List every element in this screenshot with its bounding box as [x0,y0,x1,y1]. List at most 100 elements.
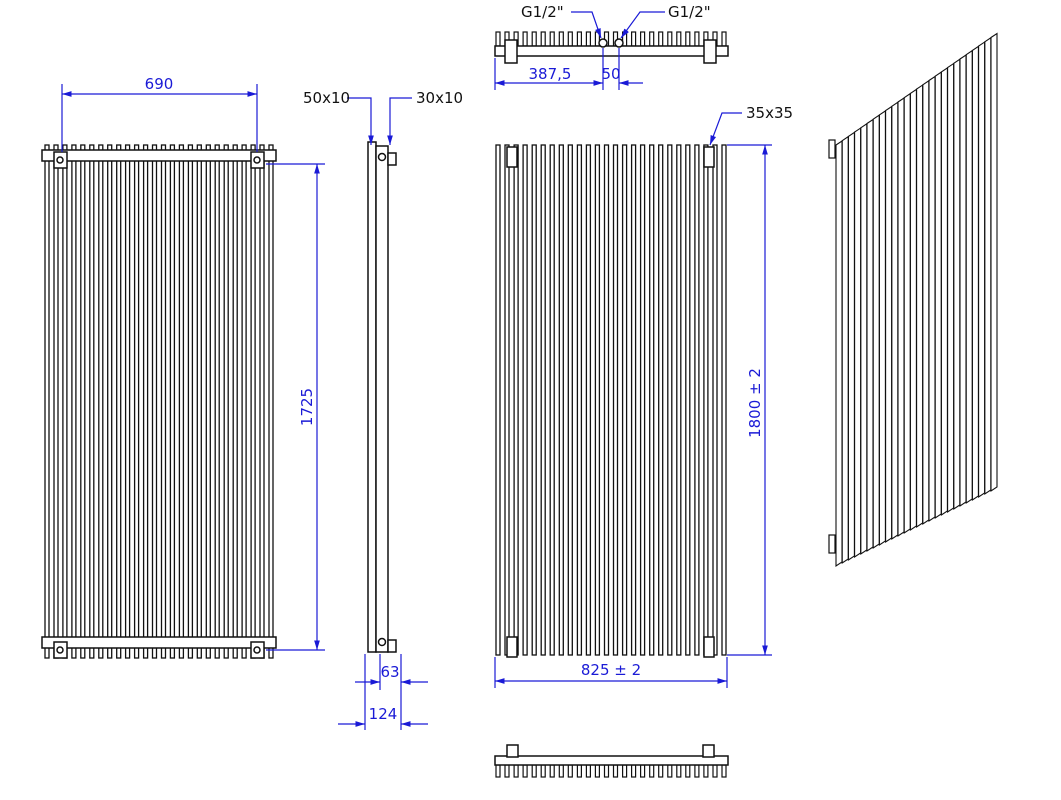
front-view-tube [558,144,564,656]
rear-view-top-collector [41,149,277,162]
rear-view-height-value: 1725 [298,388,316,426]
rear-view-tube [250,144,256,659]
bottom-view-fin [649,764,655,778]
isometric-view-tube [903,92,911,535]
rear-view-width-value: 690 [145,75,174,93]
rear-view-tube [116,144,122,659]
bottom-view-fin [531,764,537,778]
front-view-tube [703,144,709,656]
rear-view-tube [205,144,211,659]
top-view-inlet-right-label: G1/2" [668,3,711,21]
top-view-fin [694,31,700,47]
bottom-view-fin [667,764,673,778]
top-view-inlet-left-label: G1/2" [521,3,564,21]
front-view-tube [585,144,592,656]
side-view-depth-total-dimension [338,654,428,730]
front-view-tube [522,144,528,656]
front-view-tube [676,144,682,656]
bottom-view-collector [494,755,729,766]
rear-view-tube [196,144,202,659]
bottom-view-fin [621,764,628,778]
top-view-fin [585,31,592,47]
top-view-fin [667,31,673,47]
top-view-fin [576,31,583,47]
bottom-view-fin [612,764,619,778]
front-view-tube [495,144,501,656]
front-view-tube [540,144,546,656]
isometric-view-tube [916,84,924,529]
rear-view-tube [259,144,265,659]
front-view-tube [567,144,573,656]
top-view-offset-dimension [494,48,643,90]
rear-view-tube [44,144,50,659]
front-view-tube [639,144,646,656]
rear-view-tube [107,144,113,659]
isometric-view-tube [971,45,979,502]
front-view-tubes [495,144,727,656]
bottom-view-fin [576,764,583,778]
isometric-view-bottom-bracket [828,534,836,554]
isometric-view-tube [847,131,855,562]
rear-view-tube [53,144,59,659]
side-view: 50x10 30x10 63 124 [303,89,463,730]
top-view: G1/2" G1/2" 387,5 50 [494,3,729,90]
bottom-view-fin [495,764,501,778]
rear-view-tube [71,144,77,659]
front-view-width-value: 825 ± 2 [581,661,641,679]
top-view-collector [494,45,729,57]
front-view-tube [603,144,610,656]
front-view-tube [513,144,519,656]
isometric-view-tube [953,58,961,511]
bottom-view-fin [522,764,528,778]
rear-view-tube [178,144,185,659]
isometric-view-tube [934,71,942,520]
front-view-height-dimension [727,144,772,656]
front-view-tube [504,144,510,656]
front-view-tube [694,144,700,656]
front-view-tube [658,144,664,656]
isometric-view-tubes [835,32,998,568]
rear-view-width-dimension [61,84,258,152]
top-view-fin [522,31,528,47]
top-view-spacing-value: 50 [601,65,620,83]
top-view-fin [531,31,537,47]
front-view-tube [612,144,619,656]
isometric-view [828,32,998,568]
side-view-top-bracket [387,152,397,166]
top-view-fin [649,31,655,47]
top-view-leaders [571,11,665,39]
bottom-view-left-bracket [506,744,519,758]
top-view-fin [549,31,555,47]
isometric-view-tube [990,32,998,493]
side-view-front-tube-label: 50x10 [303,89,350,107]
isometric-view-tube [897,96,905,538]
bottom-view-right-bracket [702,744,715,758]
rear-view-bottom-collector [41,636,277,649]
bottom-view-fin [694,764,700,778]
rear-view-tube [89,144,95,659]
isometric-view-tube [978,41,986,499]
isometric-view-tube [860,122,868,556]
isometric-view-tube [885,105,893,544]
rear-view-tubes [44,144,274,659]
side-view-depth-inner-dimension [355,654,428,690]
bottom-view-fin [549,764,555,778]
side-view-rear-tube [375,145,389,653]
isometric-view-tube [947,62,955,514]
front-view-tube [649,144,655,656]
bottom-view-fin [585,764,592,778]
rear-view-tube [223,144,229,659]
side-view-front-tube [367,141,377,653]
front-view-collector-label: 35x35 [746,104,793,122]
bottom-view-fin [703,764,709,778]
front-view-tube [712,144,718,656]
bottom-view-fin [685,764,691,778]
top-view-fin [567,31,573,47]
rear-view-tube [232,144,238,659]
front-view-bottom-right-bracket [703,636,715,658]
rear-view-tube [62,144,68,659]
bottom-view-fin [676,764,682,778]
isometric-view-tube [841,135,849,565]
isometric-view-tube [928,75,936,523]
